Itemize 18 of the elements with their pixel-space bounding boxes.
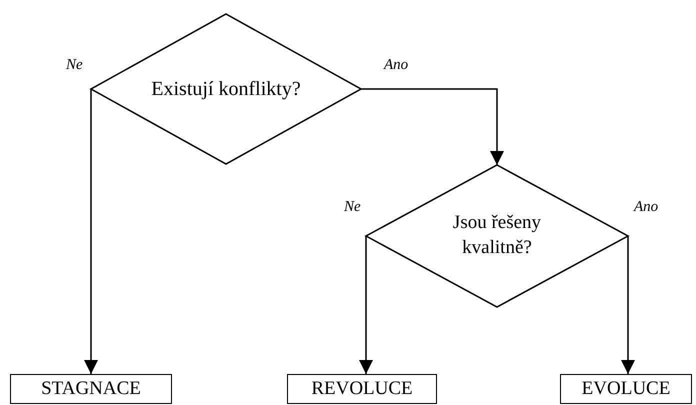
arrow xyxy=(361,88,504,165)
decision-diamond xyxy=(366,165,628,307)
edge-label: Ne xyxy=(66,57,83,74)
decision-diamond xyxy=(91,14,361,164)
edge-label: Ne xyxy=(344,199,361,216)
arrow xyxy=(359,236,373,374)
node-text: Jsou řešeny kvalitně? xyxy=(452,211,542,260)
outcome-box xyxy=(287,374,437,404)
edge-label: Ano xyxy=(384,57,408,74)
outcome-box xyxy=(10,374,172,404)
node-text: EVOLUCE xyxy=(582,376,670,401)
node-text: Existují konflikty? xyxy=(151,77,301,102)
outcome-box xyxy=(560,374,692,404)
arrow xyxy=(84,89,98,374)
arrow xyxy=(621,236,635,374)
node-text: STAGNACE xyxy=(41,376,141,401)
node-text: REVOLUCE xyxy=(311,376,413,401)
edge-label: Ano xyxy=(634,199,658,216)
